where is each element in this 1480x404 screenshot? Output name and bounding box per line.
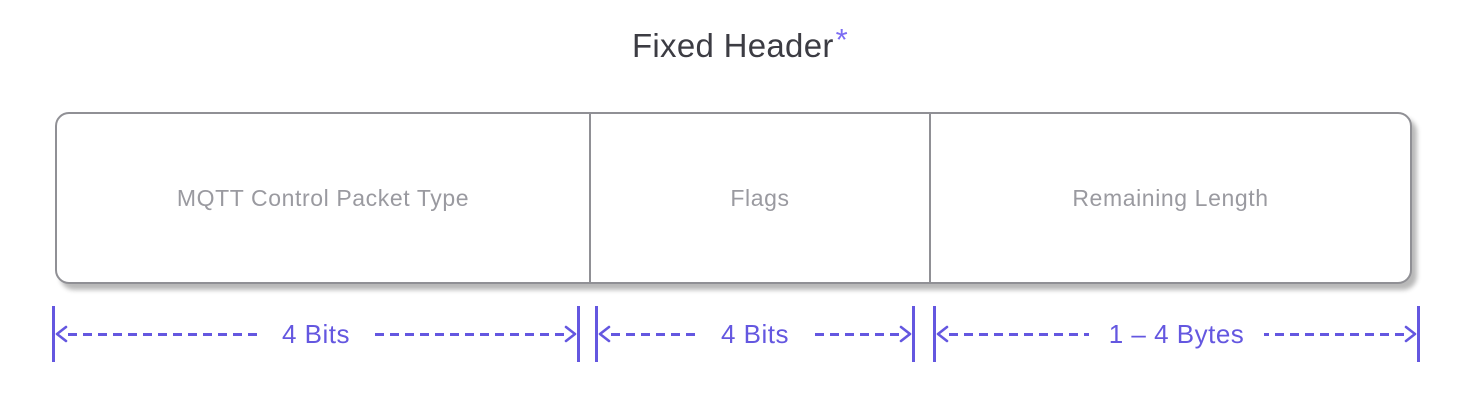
dimension-packet-type: 4 Bits [52, 306, 580, 362]
dashed-line [611, 332, 701, 336]
section-label: Flags [730, 184, 790, 211]
dashed-line [68, 332, 262, 336]
dimension-label: 1 – 4 Bytes [1108, 319, 1245, 349]
section-remaining-length: Remaining Length [929, 114, 1410, 282]
dimension-remaining-length: 1 – 4 Bytes [933, 306, 1420, 362]
diagram-title-text: Fixed Header [631, 27, 834, 64]
dashed-line [1264, 332, 1405, 336]
section-label: Remaining Length [1072, 184, 1269, 211]
dashed-line [949, 332, 1089, 336]
diagram-title: Fixed Header* [0, 22, 1480, 69]
section-flags: Flags [589, 114, 929, 282]
arrowhead-left-icon [55, 325, 68, 343]
dashed-line [370, 332, 564, 336]
title-asterisk: * [835, 22, 849, 57]
dashed-line [809, 332, 899, 336]
dimension-label: 4 Bits [720, 319, 790, 349]
arrowhead-right-icon [564, 325, 577, 343]
dimension-label: 4 Bits [281, 319, 351, 349]
arrowhead-right-icon [899, 325, 912, 343]
section-mqtt-control-packet-type: MQTT Control Packet Type [57, 114, 589, 282]
dimension-flags: 4 Bits [595, 306, 915, 362]
arrowhead-left-icon [598, 325, 611, 343]
section-label: MQTT Control Packet Type [176, 184, 470, 211]
arrowhead-right-icon [1404, 325, 1417, 343]
arrowhead-left-icon [936, 325, 949, 343]
fixed-header-box: MQTT Control Packet Type Flags Remaining… [55, 112, 1412, 284]
